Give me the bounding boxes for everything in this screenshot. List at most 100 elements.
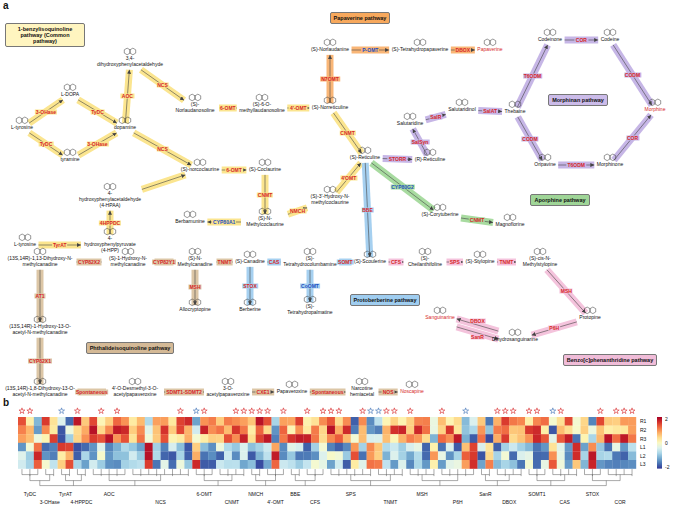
dendrogram-line <box>65 475 66 481</box>
dendrogram-line <box>172 469 173 476</box>
dendrogram-line <box>85 469 86 476</box>
structure-glyph <box>474 251 485 258</box>
heatmap-cell <box>525 434 533 443</box>
heatmap-cell <box>493 460 501 469</box>
node-text: Aporphine pathway <box>534 197 585 203</box>
heatmap-cell <box>153 451 161 460</box>
enzyme-label: STOX <box>242 284 258 289</box>
heatmap-cell <box>256 451 264 460</box>
structure-glyph <box>16 117 27 124</box>
heatmap-cell <box>367 426 375 435</box>
enzyme-label: CoOMT <box>300 284 320 289</box>
heatmap-cell <box>493 434 501 443</box>
compound-label: (S)-Coclaurine <box>248 167 282 174</box>
pathway-band <box>532 322 577 335</box>
dendrogram-line <box>449 469 450 476</box>
dendrogram-line <box>338 469 339 476</box>
gene-group-label: P6H <box>453 499 463 504</box>
dendrogram-line <box>433 469 434 476</box>
heatmap-cell <box>454 434 462 443</box>
enzyme-label: TyDC <box>39 142 54 147</box>
enzyme-label: CAS <box>268 260 281 265</box>
heatmap-cell <box>113 426 121 435</box>
heatmap-cell <box>200 417 208 426</box>
heatmap-cell <box>319 426 327 435</box>
heatmap-cell <box>438 426 446 435</box>
heatmap-cell <box>501 426 509 435</box>
pathway-band <box>29 133 62 155</box>
heatmap-cell <box>612 426 620 435</box>
heatmap-cell <box>588 417 596 426</box>
heatmap-cell <box>367 443 375 452</box>
heatmap-cell <box>509 417 517 426</box>
enzyme-label: 4'OMT <box>340 175 357 180</box>
compound-label: L-tyrosine <box>10 125 34 132</box>
dendrogram-line <box>346 469 347 475</box>
heatmap-cell <box>327 434 335 443</box>
significance-star <box>19 408 25 414</box>
pathway-band <box>77 259 102 266</box>
heatmap-cell <box>145 417 153 426</box>
heatmap-cell <box>327 460 335 469</box>
heatmap-cell <box>485 426 493 435</box>
heatmap-cell <box>628 426 636 435</box>
heatmap-cell <box>73 426 81 435</box>
heatmap-cell <box>509 434 517 443</box>
node-text: Codeinone <box>538 37 562 43</box>
heatmap-cell <box>208 451 216 460</box>
heatmap-cell <box>272 443 280 452</box>
heatmap-cell <box>169 426 177 435</box>
heatmap-cell <box>192 417 200 426</box>
pathway-band <box>379 389 398 396</box>
heatmap-cell <box>184 426 192 435</box>
node-text: (13S,14R)-1,8-Dihydroxy-13-O-acetyl-N-me… <box>5 386 75 398</box>
heatmap-cell <box>549 451 557 460</box>
significance-star <box>74 408 80 414</box>
heatmap-cell <box>351 460 359 469</box>
dendrogram-line <box>505 469 506 476</box>
pathway-band <box>288 208 307 215</box>
heatmap-cell <box>446 417 454 426</box>
heatmap-cell <box>26 434 34 443</box>
heatmap-cell <box>145 426 153 435</box>
heatmap-cell <box>604 460 612 469</box>
node-text: (S)-Corytuberine <box>422 212 459 218</box>
dendrogram-line <box>259 469 260 476</box>
heatmap-cell <box>422 417 430 426</box>
heatmap-cell <box>620 426 628 435</box>
heatmap-cell <box>525 443 533 452</box>
heatmap-cell <box>422 434 430 443</box>
heatmap-cell <box>73 451 81 460</box>
reaction-arrow <box>141 70 184 101</box>
gene-group-label: 3-OHase <box>40 499 60 504</box>
structure-glyph <box>414 39 425 46</box>
enzyme-label: CODM <box>521 136 538 141</box>
compound-label: Dihydrosanguinarine <box>491 337 539 344</box>
heatmap-cell <box>81 460 89 469</box>
heatmap-cell <box>208 460 216 469</box>
heatmap-cell <box>628 434 636 443</box>
heatmap-cell <box>232 443 240 452</box>
heatmap-cell <box>549 443 557 452</box>
structure-glyph <box>189 248 200 255</box>
dendrogram-line <box>101 469 102 476</box>
heatmap-cell <box>430 434 438 443</box>
heatmap-cell <box>343 443 351 452</box>
dendrogram-line <box>117 469 118 476</box>
enzyme-label: CYP82X2 <box>77 260 101 265</box>
heatmap-cell <box>517 460 525 469</box>
heatmap-cell <box>113 451 121 460</box>
reaction-arrow <box>457 319 499 331</box>
enzyme-label: P-OMT <box>361 48 379 53</box>
heatmap-cell <box>121 460 129 469</box>
heatmap-cell <box>375 417 383 426</box>
pathway-band <box>287 105 309 112</box>
heatmap-cell <box>200 460 208 469</box>
heatmap-cell <box>359 426 367 435</box>
enzyme-label: DBOX <box>455 48 471 53</box>
structure-glyph <box>244 251 255 258</box>
structure-glyph <box>406 381 417 388</box>
gene-group-label: STOX <box>586 491 600 496</box>
heatmap-cell <box>105 451 113 460</box>
heatmap-cell <box>295 434 303 443</box>
